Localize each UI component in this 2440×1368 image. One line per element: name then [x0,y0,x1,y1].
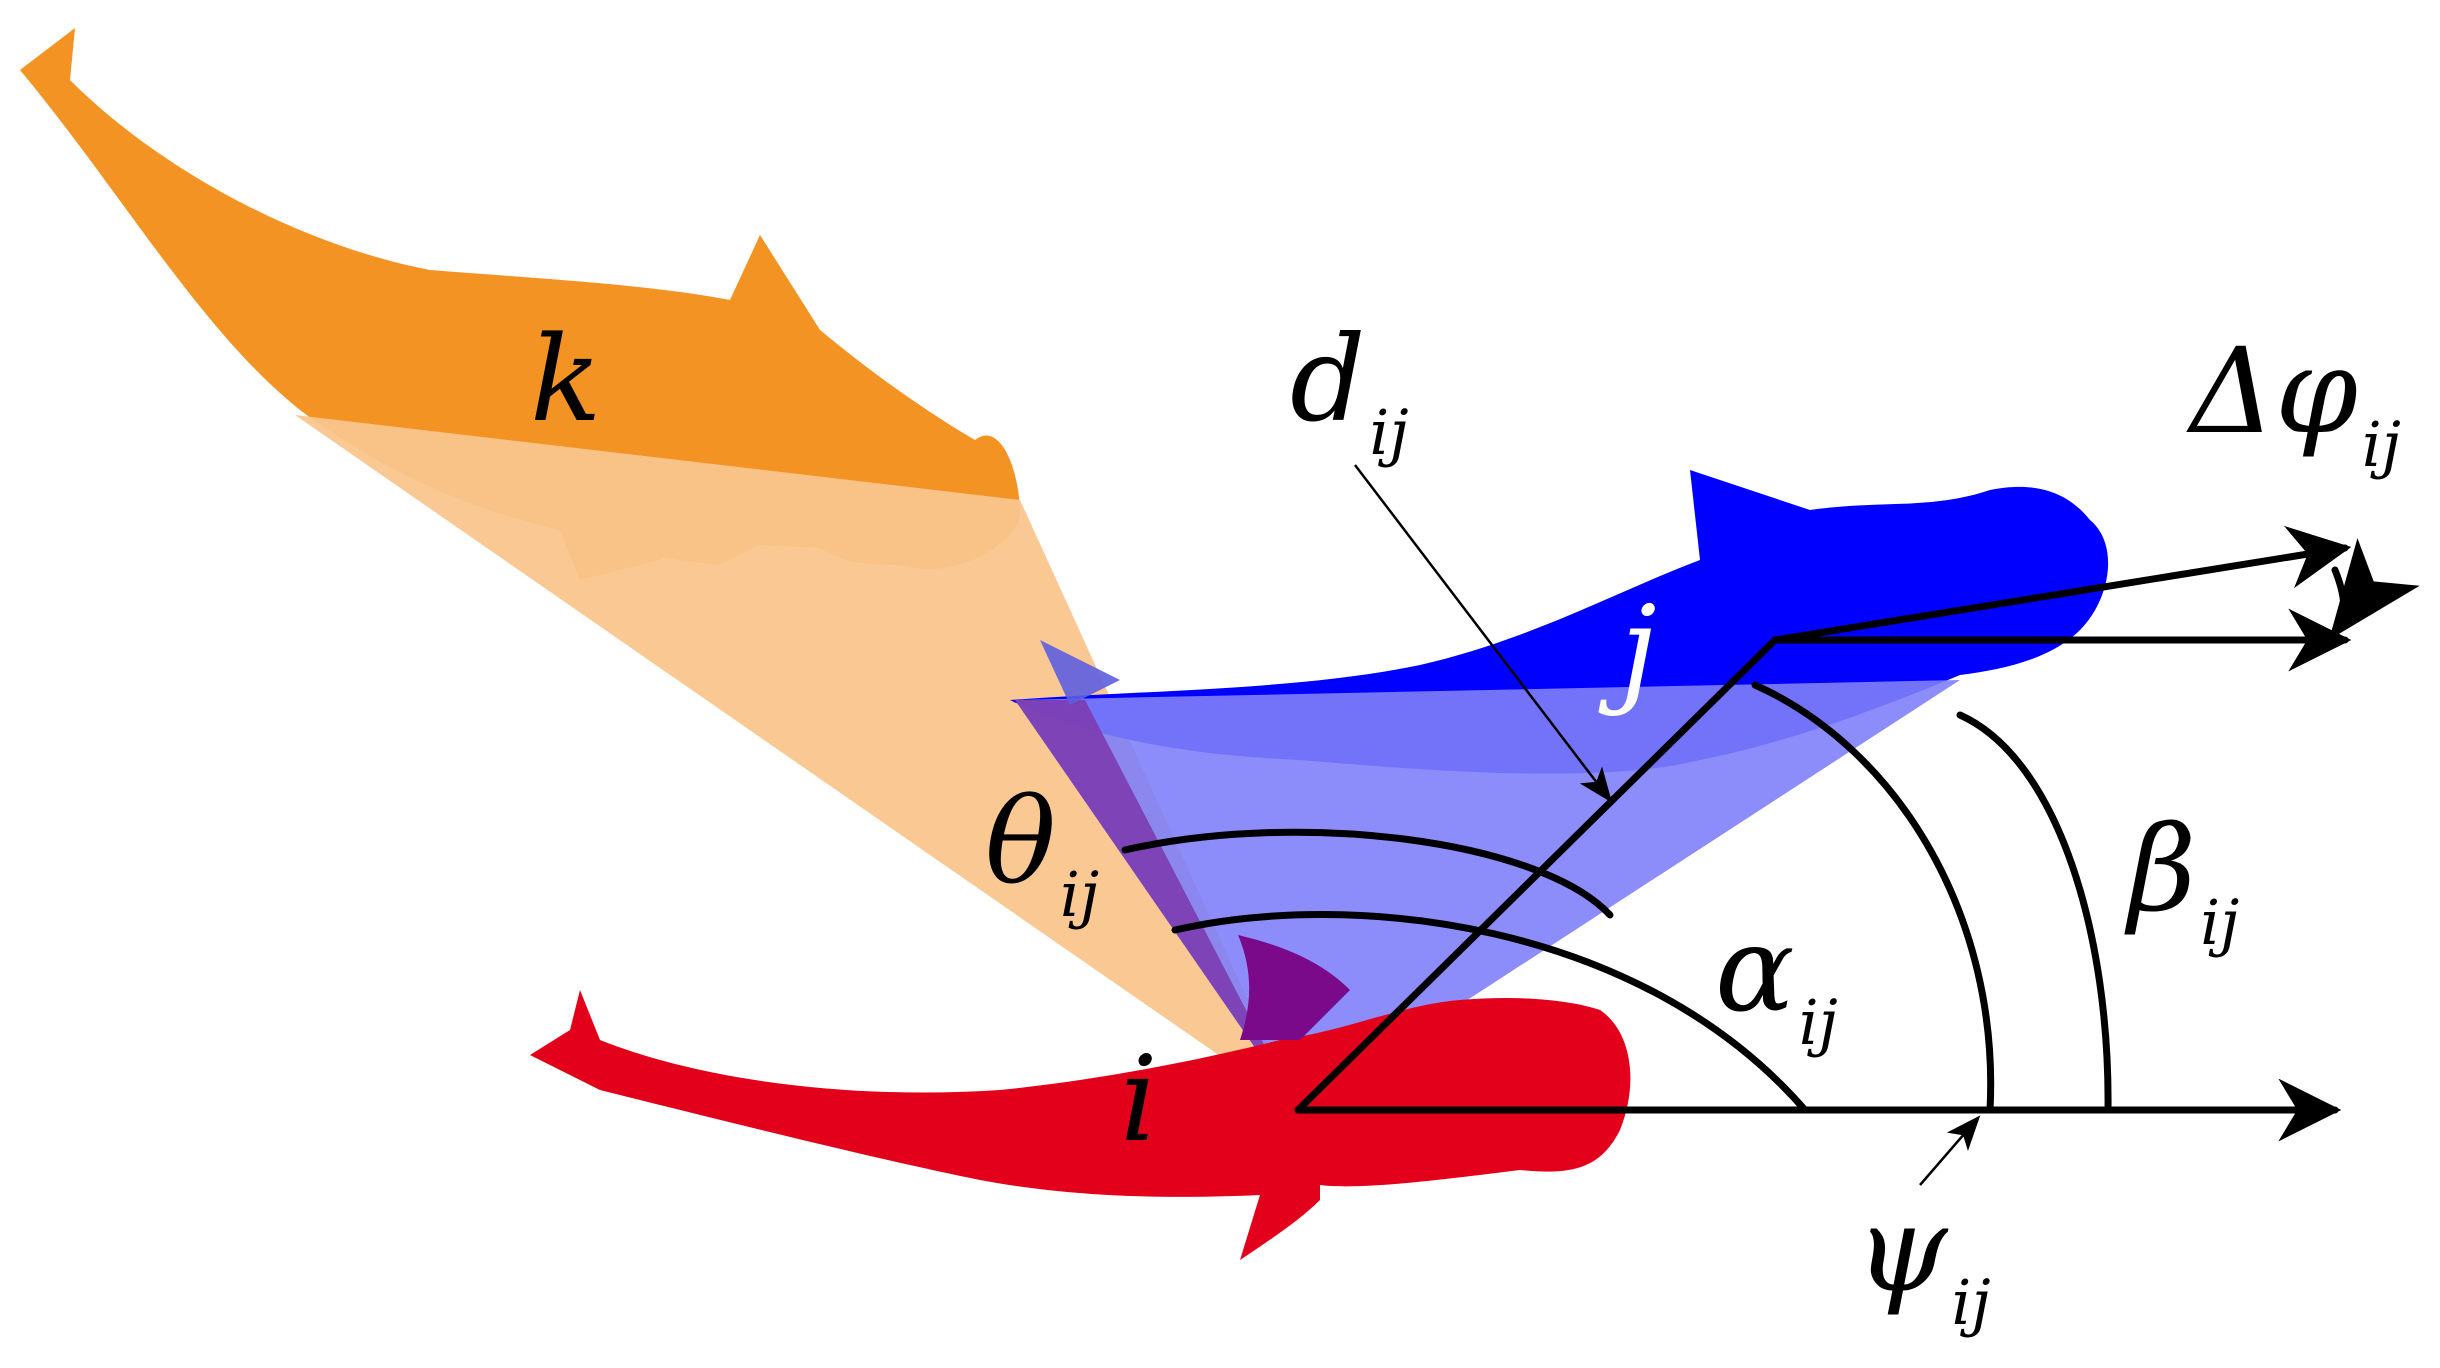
psi-leader-line [1919,1115,1981,1186]
distance-line-ij [1294,636,1779,1114]
vision-cone-overlap [1015,700,1298,1110]
geometry-lines [1294,525,2352,1142]
psi-arc [1751,681,1995,1114]
symbol-d-ij: dij [1290,310,1409,469]
symbol-alpha-ij: αij [1715,900,1838,1059]
symbol-psi-ij: ψij [1855,1180,1991,1339]
symbol-theta-ij: θij [985,772,1099,931]
theta-arc [1121,828,1614,919]
heading-j [1771,525,2352,644]
vision-cone-k [295,415,1298,1110]
alpha-arc [1171,911,1809,1114]
angle-arcs [1121,538,2420,1114]
symbol-delta-phi-ij: Δφij [2186,322,2401,481]
d-leader-line [1354,464,1613,803]
fish-label-i: i [1120,1030,1158,1168]
beta-arc [1956,711,2112,1114]
fish-label-k: k [530,310,602,448]
symbol-beta-ij: βij [2124,800,2239,959]
blue-tail-fin [1040,640,1120,705]
delta-phi-arc [2329,538,2420,640]
